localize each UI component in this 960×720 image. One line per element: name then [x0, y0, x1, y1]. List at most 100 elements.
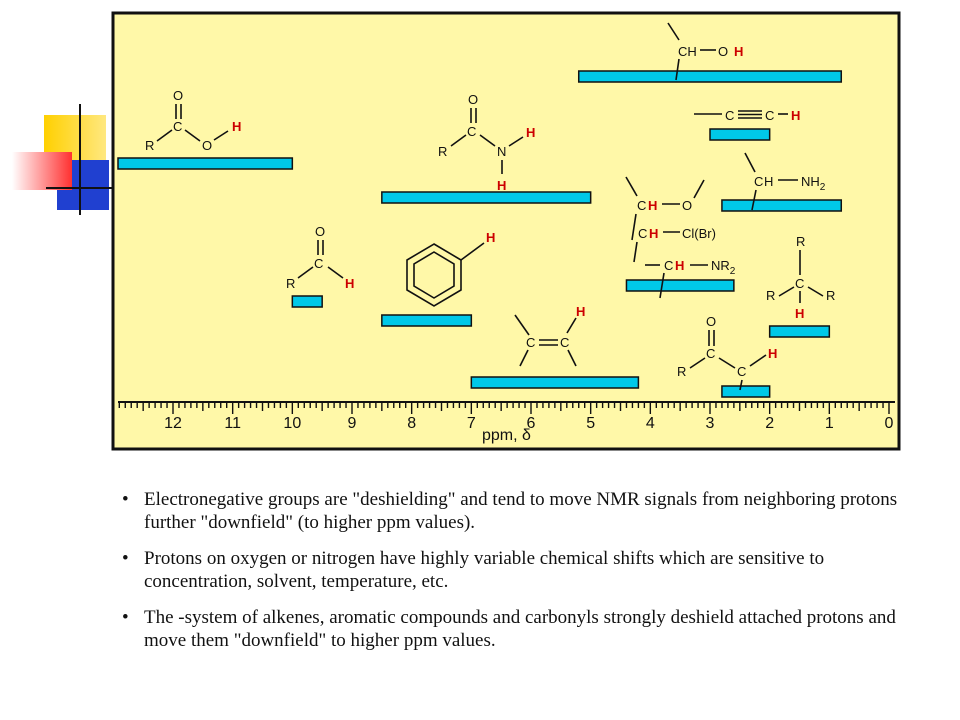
shift-range-bar [721, 199, 843, 212]
bullet-item: • The -system of alkenes, aromatic compou… [118, 606, 918, 652]
alkylamine-n: NR2 [711, 258, 736, 277]
carboxylic-acid-structure: O C R O H [145, 88, 241, 153]
shift-range-bar [381, 191, 592, 204]
bullet-item: • Protons on oxygen or nitrogen have high… [118, 547, 918, 593]
aldehyde-r: R [286, 276, 295, 291]
shift-range-bar [625, 279, 735, 292]
alkyne-c2: C [765, 108, 774, 123]
alkane-c: C [795, 276, 804, 291]
halide-h: H [649, 226, 658, 241]
alcohol-ch: CH [678, 44, 697, 59]
tick-label: 0 [885, 415, 894, 432]
bullet-text: Protons on oxygen or nitrogen have highl… [144, 548, 825, 592]
shift-range-bar [768, 325, 831, 338]
tick-label: 8 [407, 415, 416, 432]
tick-label: 10 [283, 415, 301, 432]
ether-c: C [637, 198, 646, 213]
shift-range-bar [709, 128, 771, 141]
alkyne-c1: C [725, 108, 734, 123]
amide-o-top: O [468, 92, 478, 107]
acid-r: R [145, 138, 154, 153]
shift-range-bar [470, 376, 640, 389]
shift-range-bar [577, 70, 843, 83]
tick-label: 3 [706, 415, 715, 432]
alkene-h: H [576, 304, 585, 319]
tick-label: 6 [527, 415, 536, 432]
shift-range-bar [721, 385, 771, 398]
bullet-marker: • [122, 489, 129, 510]
aldehyde-h: H [345, 276, 354, 291]
alkane-h: H [795, 306, 804, 321]
aromatic-structure: H [406, 230, 495, 307]
acid-h: H [232, 119, 241, 134]
alcohol-o: O [718, 44, 728, 59]
tick-label: 9 [348, 415, 357, 432]
ketone-h: H [768, 346, 777, 361]
tick-label: 2 [765, 415, 774, 432]
bullet-text: Electronegative groups are "deshielding"… [144, 489, 898, 533]
ketone-c1: C [706, 346, 715, 361]
shift-range-bar [381, 314, 473, 327]
amine-n: NH2 [801, 174, 826, 193]
alcohol-structure: CH O H [667, 22, 743, 81]
bullet-text: The -system of alkenes, aromatic compoun… [144, 607, 896, 651]
acid-o-side: O [202, 138, 212, 153]
halide-x: Cl(Br) [682, 226, 716, 241]
shift-ranges [117, 70, 843, 398]
ether-structure: C H O [625, 176, 705, 241]
aldehyde-structure: O C R H [286, 224, 354, 291]
ketone-r: R [677, 364, 686, 379]
amide-n: N [497, 144, 506, 159]
ether-h: H [648, 198, 657, 213]
alkylamine-c: C [664, 258, 673, 273]
halide-c: C [638, 226, 647, 241]
ppm-axis [118, 401, 895, 414]
amine-c: C [754, 174, 763, 189]
tick-label: 7 [467, 415, 476, 432]
bullet-item: • Electronegative groups are "deshielding… [118, 488, 918, 534]
halide-structure: C H Cl(Br) [633, 226, 716, 263]
acid-o-top: O [173, 88, 183, 103]
shift-range-bar [117, 157, 294, 170]
tick-label: 4 [646, 415, 655, 432]
amide-r: R [438, 144, 447, 159]
ketone-structure: O C R C H [677, 314, 777, 391]
amine-h: H [764, 174, 773, 189]
alkylamine-h: H [675, 258, 684, 273]
alkane-r2: R [766, 288, 775, 303]
bullet-list: • Electronegative groups are "deshielding… [118, 488, 918, 665]
bullet-marker: • [122, 607, 129, 628]
deco-red-block [12, 152, 72, 190]
tick-label: 12 [164, 415, 182, 432]
amide-h2: H [497, 178, 506, 193]
bullet-marker: • [122, 548, 129, 569]
axis-title: ppm, δ [482, 427, 531, 444]
aldehyde-o-top: O [315, 224, 325, 239]
tick-label: 5 [586, 415, 595, 432]
alkane-structure: R C R R H [766, 234, 835, 321]
shift-range-bar [291, 295, 323, 308]
amine-structure: C H NH2 [744, 152, 826, 211]
alkane-r3: R [826, 288, 835, 303]
amide-structure: O C R N H H [438, 92, 535, 193]
ketone-c2: C [737, 364, 746, 379]
alkyne-h: H [791, 108, 800, 123]
acid-c: C [173, 119, 182, 134]
aldehyde-c: C [314, 256, 323, 271]
alkane-r1: R [796, 234, 805, 249]
alcohol-h: H [734, 44, 743, 59]
ketone-o: O [706, 314, 716, 329]
aromatic-h: H [486, 230, 495, 245]
ether-o: O [682, 198, 692, 213]
tick-label: 1 [825, 415, 834, 432]
alkyne-structure: C C H [694, 108, 800, 123]
tick-label: 11 [224, 415, 241, 432]
amide-c: C [467, 124, 476, 139]
alkene-structure: C C H [514, 304, 585, 367]
alkene-c1: C [526, 335, 535, 350]
alkene-c2: C [560, 335, 569, 350]
amide-h1: H [526, 125, 535, 140]
